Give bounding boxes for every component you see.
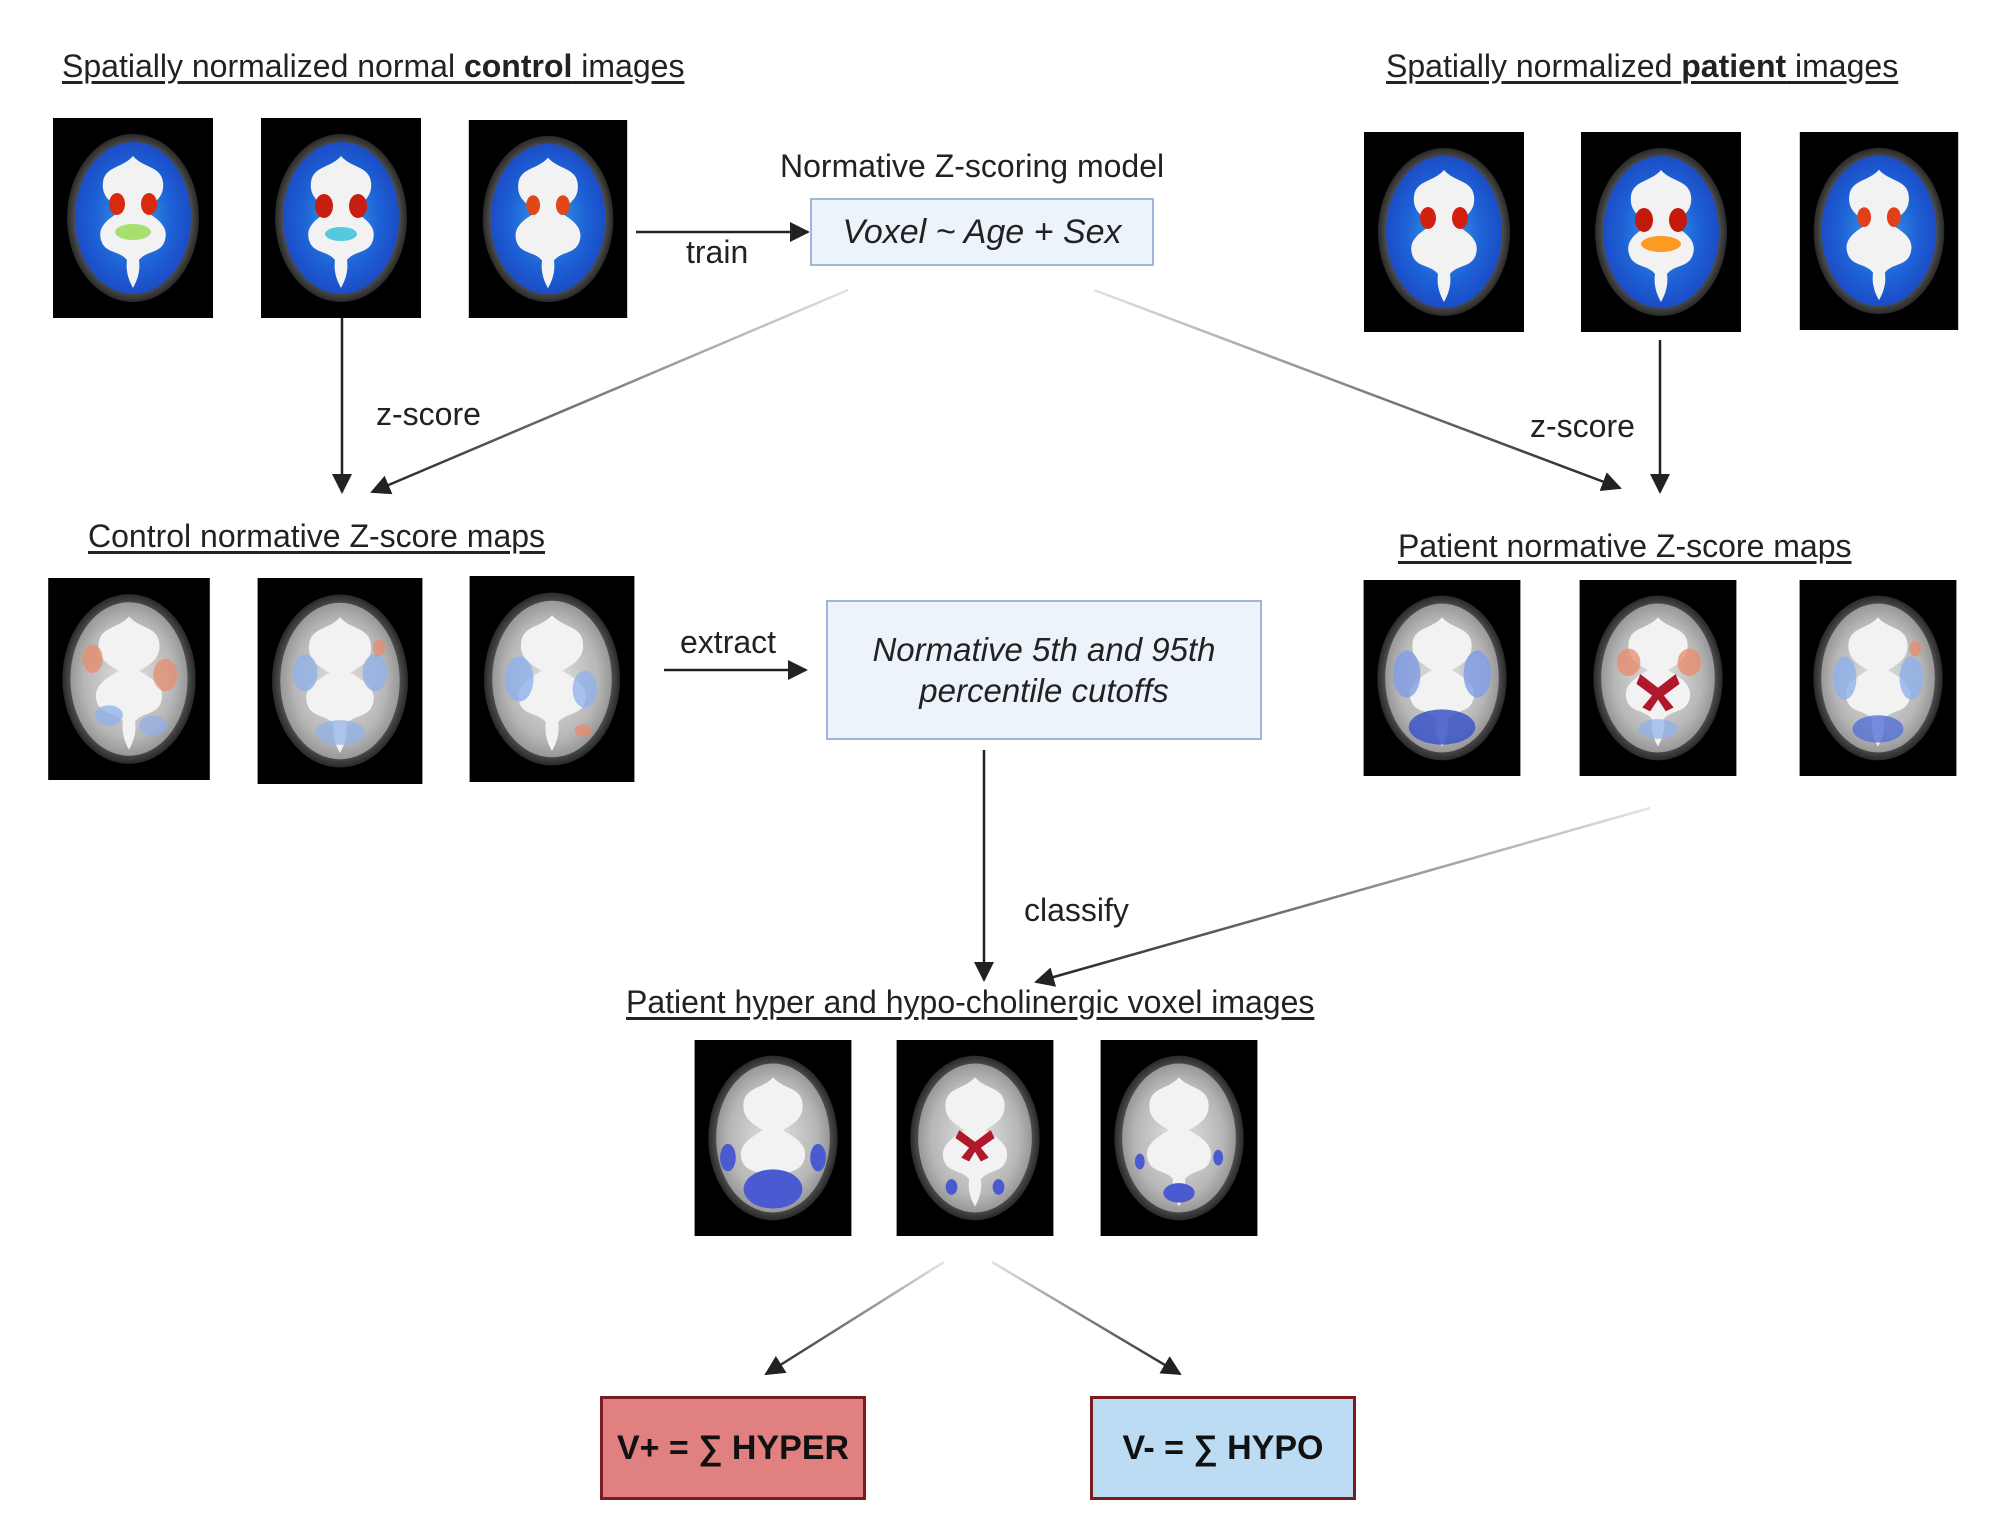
model-title: Normative Z-scoring model bbox=[780, 148, 1165, 184]
arrow-model-to-control-maps bbox=[370, 288, 849, 495]
patient-pet-image-3 bbox=[1799, 132, 1959, 330]
edge-train-label: train bbox=[686, 234, 749, 270]
voxel-image-3 bbox=[1100, 1040, 1258, 1236]
arrow-to-hypo bbox=[991, 1260, 1182, 1376]
cutoffs-line-1: Normative 5th and 95th bbox=[872, 630, 1216, 668]
hyper-formula: V+ = ∑ HYPER bbox=[616, 1428, 850, 1467]
percentile-cutoffs-box: Normative 5th and 95th percentile cutoff… bbox=[826, 600, 1262, 740]
patient-zscore-map-1 bbox=[1363, 580, 1521, 776]
hyper-sum-box: V+ = ∑ HYPER bbox=[600, 1396, 866, 1500]
control-pet-image-2 bbox=[261, 118, 421, 318]
arrow-to-hyper bbox=[764, 1260, 945, 1376]
hypo-formula: V- = ∑ HYPO bbox=[1122, 1428, 1324, 1467]
voxel-image-2 bbox=[896, 1040, 1054, 1236]
arrow-patient-maps-to-voxels bbox=[1034, 806, 1651, 987]
patient-pet-image-2 bbox=[1581, 132, 1741, 332]
voxel-images-heading: Patient hyper and hypo-cholinergic voxel… bbox=[626, 984, 1315, 1020]
voxel-image-1 bbox=[694, 1040, 852, 1236]
control-zscore-map-3 bbox=[469, 576, 635, 782]
patient-maps-heading: Patient normative Z-score maps bbox=[1398, 528, 1852, 564]
patient-pet-image-1 bbox=[1364, 132, 1524, 332]
edge-extract-label: extract bbox=[680, 624, 777, 660]
edge-zscore-right-label: z-score bbox=[1530, 408, 1635, 444]
edge-zscore-left-label: z-score bbox=[376, 396, 481, 432]
arrow-model-to-patient-maps bbox=[1093, 288, 1622, 492]
control-pet-image-3 bbox=[468, 120, 628, 318]
controls-heading: Spatially normalized normal control imag… bbox=[62, 48, 685, 84]
edge-classify-label: classify bbox=[1024, 892, 1129, 928]
model-formula-box: Voxel ~ Age + Sex bbox=[810, 198, 1154, 266]
control-pet-image-1 bbox=[53, 118, 213, 318]
patient-zscore-map-2 bbox=[1579, 580, 1737, 776]
patient-zscore-map-3 bbox=[1799, 580, 1957, 776]
hypo-sum-box: V- = ∑ HYPO bbox=[1090, 1396, 1356, 1500]
control-maps-heading: Control normative Z-score maps bbox=[88, 518, 546, 554]
patients-heading: Spatially normalized patient images bbox=[1386, 48, 1899, 84]
control-zscore-map-1 bbox=[48, 578, 210, 780]
control-zscore-map-2 bbox=[257, 578, 423, 784]
cutoffs-line-2: percentile cutoffs bbox=[919, 672, 1169, 709]
model-formula: Voxel ~ Age + Sex bbox=[842, 212, 1122, 251]
